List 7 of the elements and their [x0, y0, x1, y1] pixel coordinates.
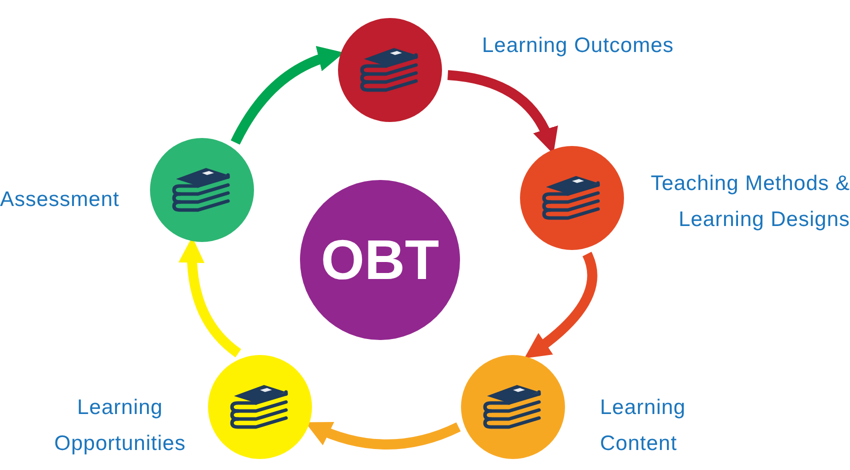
- curved-arrow: [230, 46, 344, 145]
- stage-label: Assessment: [0, 187, 120, 213]
- stage-label: Teaching Methods & Learning Designs: [650, 171, 850, 233]
- stage-label: Learning Outcomes: [482, 33, 675, 59]
- stage-label: Learning Opportunities: [53, 395, 187, 457]
- center-label: OBT: [320, 232, 440, 288]
- stage-label: Learning Content: [600, 395, 687, 457]
